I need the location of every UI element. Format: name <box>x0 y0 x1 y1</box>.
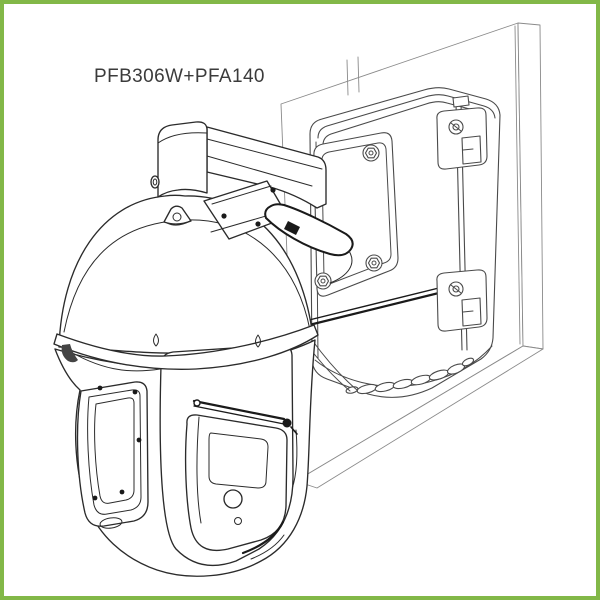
module-screw <box>132 389 138 395</box>
cap-screw <box>150 175 160 189</box>
plate-bolt <box>314 272 332 290</box>
wiper-pivot <box>282 418 292 428</box>
drain-hole <box>234 517 242 525</box>
mount-plate <box>313 132 399 297</box>
wiper-bar <box>192 399 298 435</box>
cable-clip <box>284 221 300 235</box>
plate-bolt <box>362 144 380 162</box>
wiper-hub <box>223 489 243 509</box>
installation-diagram: PFB306W+PFA140 <box>53 22 544 577</box>
sunshield-skirt <box>53 324 319 372</box>
skirt-screw-hole <box>153 333 159 347</box>
front-window <box>208 432 269 489</box>
module-screw <box>136 437 142 443</box>
plate-bolt <box>365 254 383 272</box>
module-screw <box>97 385 103 391</box>
box-seam-line <box>299 287 457 329</box>
module-screw <box>119 489 125 495</box>
mount-cap <box>150 121 208 198</box>
left-lens-module <box>76 381 149 529</box>
front-lens-module <box>159 344 298 567</box>
plate-screw <box>255 221 261 227</box>
model-label: PFB306W+PFA140 <box>94 66 265 87</box>
hinge-top <box>436 107 488 170</box>
bracket-arm-pfb306w <box>206 126 327 209</box>
module-screw <box>92 495 98 501</box>
plate-screw <box>270 187 276 193</box>
dome-handle-bump <box>163 205 192 226</box>
skirt-screw-hole <box>255 334 261 348</box>
plate-screw <box>221 213 227 219</box>
cable-gusset <box>264 203 354 284</box>
skirt-notch <box>61 344 78 363</box>
hinge-bottom <box>436 269 488 332</box>
